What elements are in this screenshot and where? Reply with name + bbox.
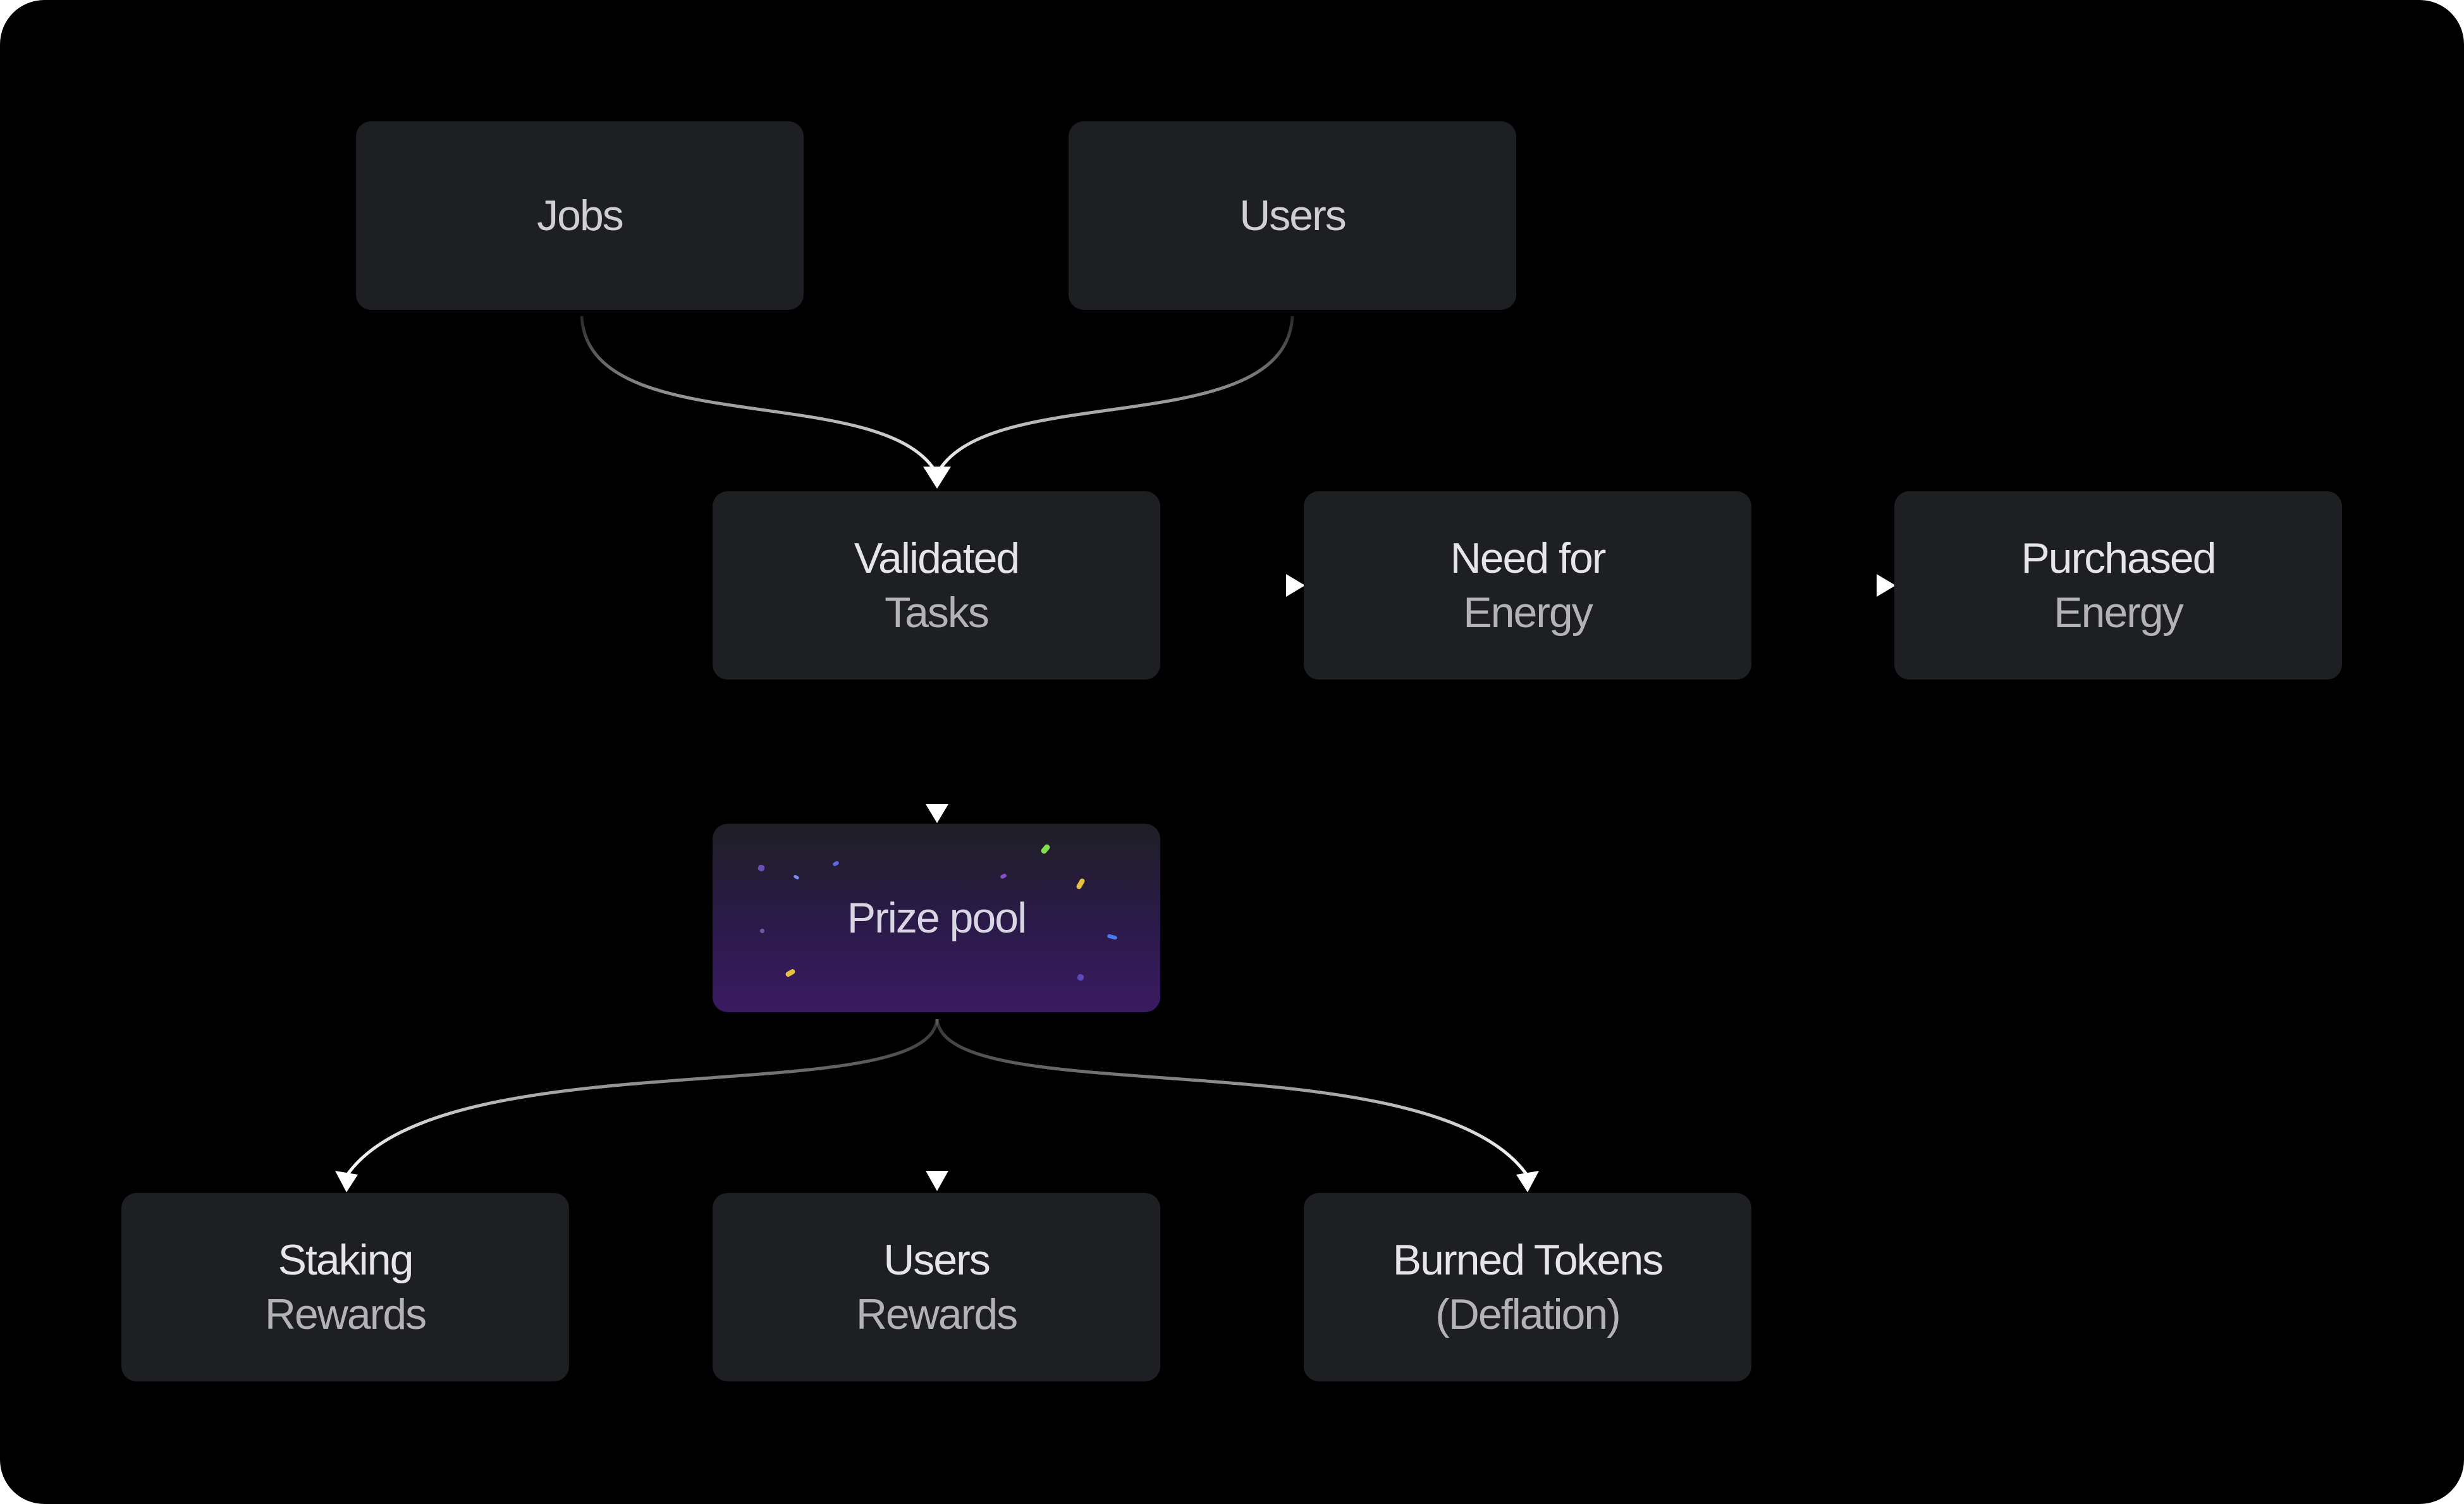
node-need-for-energy: Need for Energy	[1304, 491, 1751, 680]
confetti-piece	[757, 864, 766, 872]
arrowhead-prize	[926, 804, 948, 823]
node-burned-tokens: Burned Tokens (Deflation)	[1304, 1193, 1751, 1381]
edge-prize-to-staking	[345, 1018, 939, 1177]
node-validated-tasks-line2: Tasks	[885, 589, 990, 637]
node-prize-pool: Prize pool	[713, 824, 1160, 1012]
node-burned-tokens-line2: (Deflation)	[1435, 1290, 1621, 1338]
node-validated-tasks: Validated Tasks	[713, 491, 1160, 680]
confetti-piece	[1000, 873, 1007, 879]
node-staking-rewards-line2: Rewards	[264, 1290, 427, 1338]
node-users-rewards-line1: Users	[883, 1236, 991, 1284]
confetti-piece	[793, 874, 800, 880]
node-need-for-energy-line1: Need for	[1450, 534, 1607, 582]
confetti-piece	[1076, 973, 1085, 982]
node-users: Users	[1069, 121, 1516, 310]
node-need-for-energy-line2: Energy	[1463, 589, 1593, 637]
arrowhead-purchased	[1877, 574, 1896, 597]
confetti-piece	[832, 860, 840, 867]
arrowhead-validated-top	[923, 467, 951, 489]
node-staking-rewards-line1: Staking	[278, 1236, 414, 1284]
confetti-piece	[785, 968, 796, 978]
node-users-rewards: Users Rewards	[713, 1193, 1160, 1381]
edge-jobs-to-validated	[580, 315, 939, 475]
node-purchased-energy: Purchased Energy	[1894, 491, 2342, 680]
node-burned-tokens-line1: Burned Tokens	[1392, 1236, 1664, 1284]
node-users-label: Users	[1239, 192, 1347, 240]
confetti-piece	[1106, 934, 1118, 940]
node-purchased-energy-line2: Energy	[2054, 589, 2183, 637]
confetti-piece	[1039, 843, 1051, 855]
arrowhead-staking	[335, 1171, 358, 1192]
node-purchased-energy-line1: Purchased	[2021, 534, 2216, 582]
arrowhead-need-energy	[1286, 574, 1305, 597]
node-staking-rewards: Staking Rewards	[121, 1193, 569, 1381]
edge-prize-to-burned	[935, 1018, 1529, 1177]
node-validated-tasks-line1: Validated	[854, 534, 1021, 582]
confetti-piece	[1076, 877, 1086, 890]
confetti-piece	[759, 928, 765, 934]
node-jobs: Jobs	[356, 121, 804, 310]
node-jobs-label: Jobs	[537, 192, 624, 240]
node-users-rewards-line2: Rewards	[855, 1290, 1018, 1338]
edge-users-to-validated	[935, 315, 1294, 475]
arrowhead-burned	[1516, 1171, 1539, 1192]
node-prize-pool-label: Prize pool	[847, 894, 1027, 942]
arrowhead-users-rewards	[926, 1171, 948, 1191]
